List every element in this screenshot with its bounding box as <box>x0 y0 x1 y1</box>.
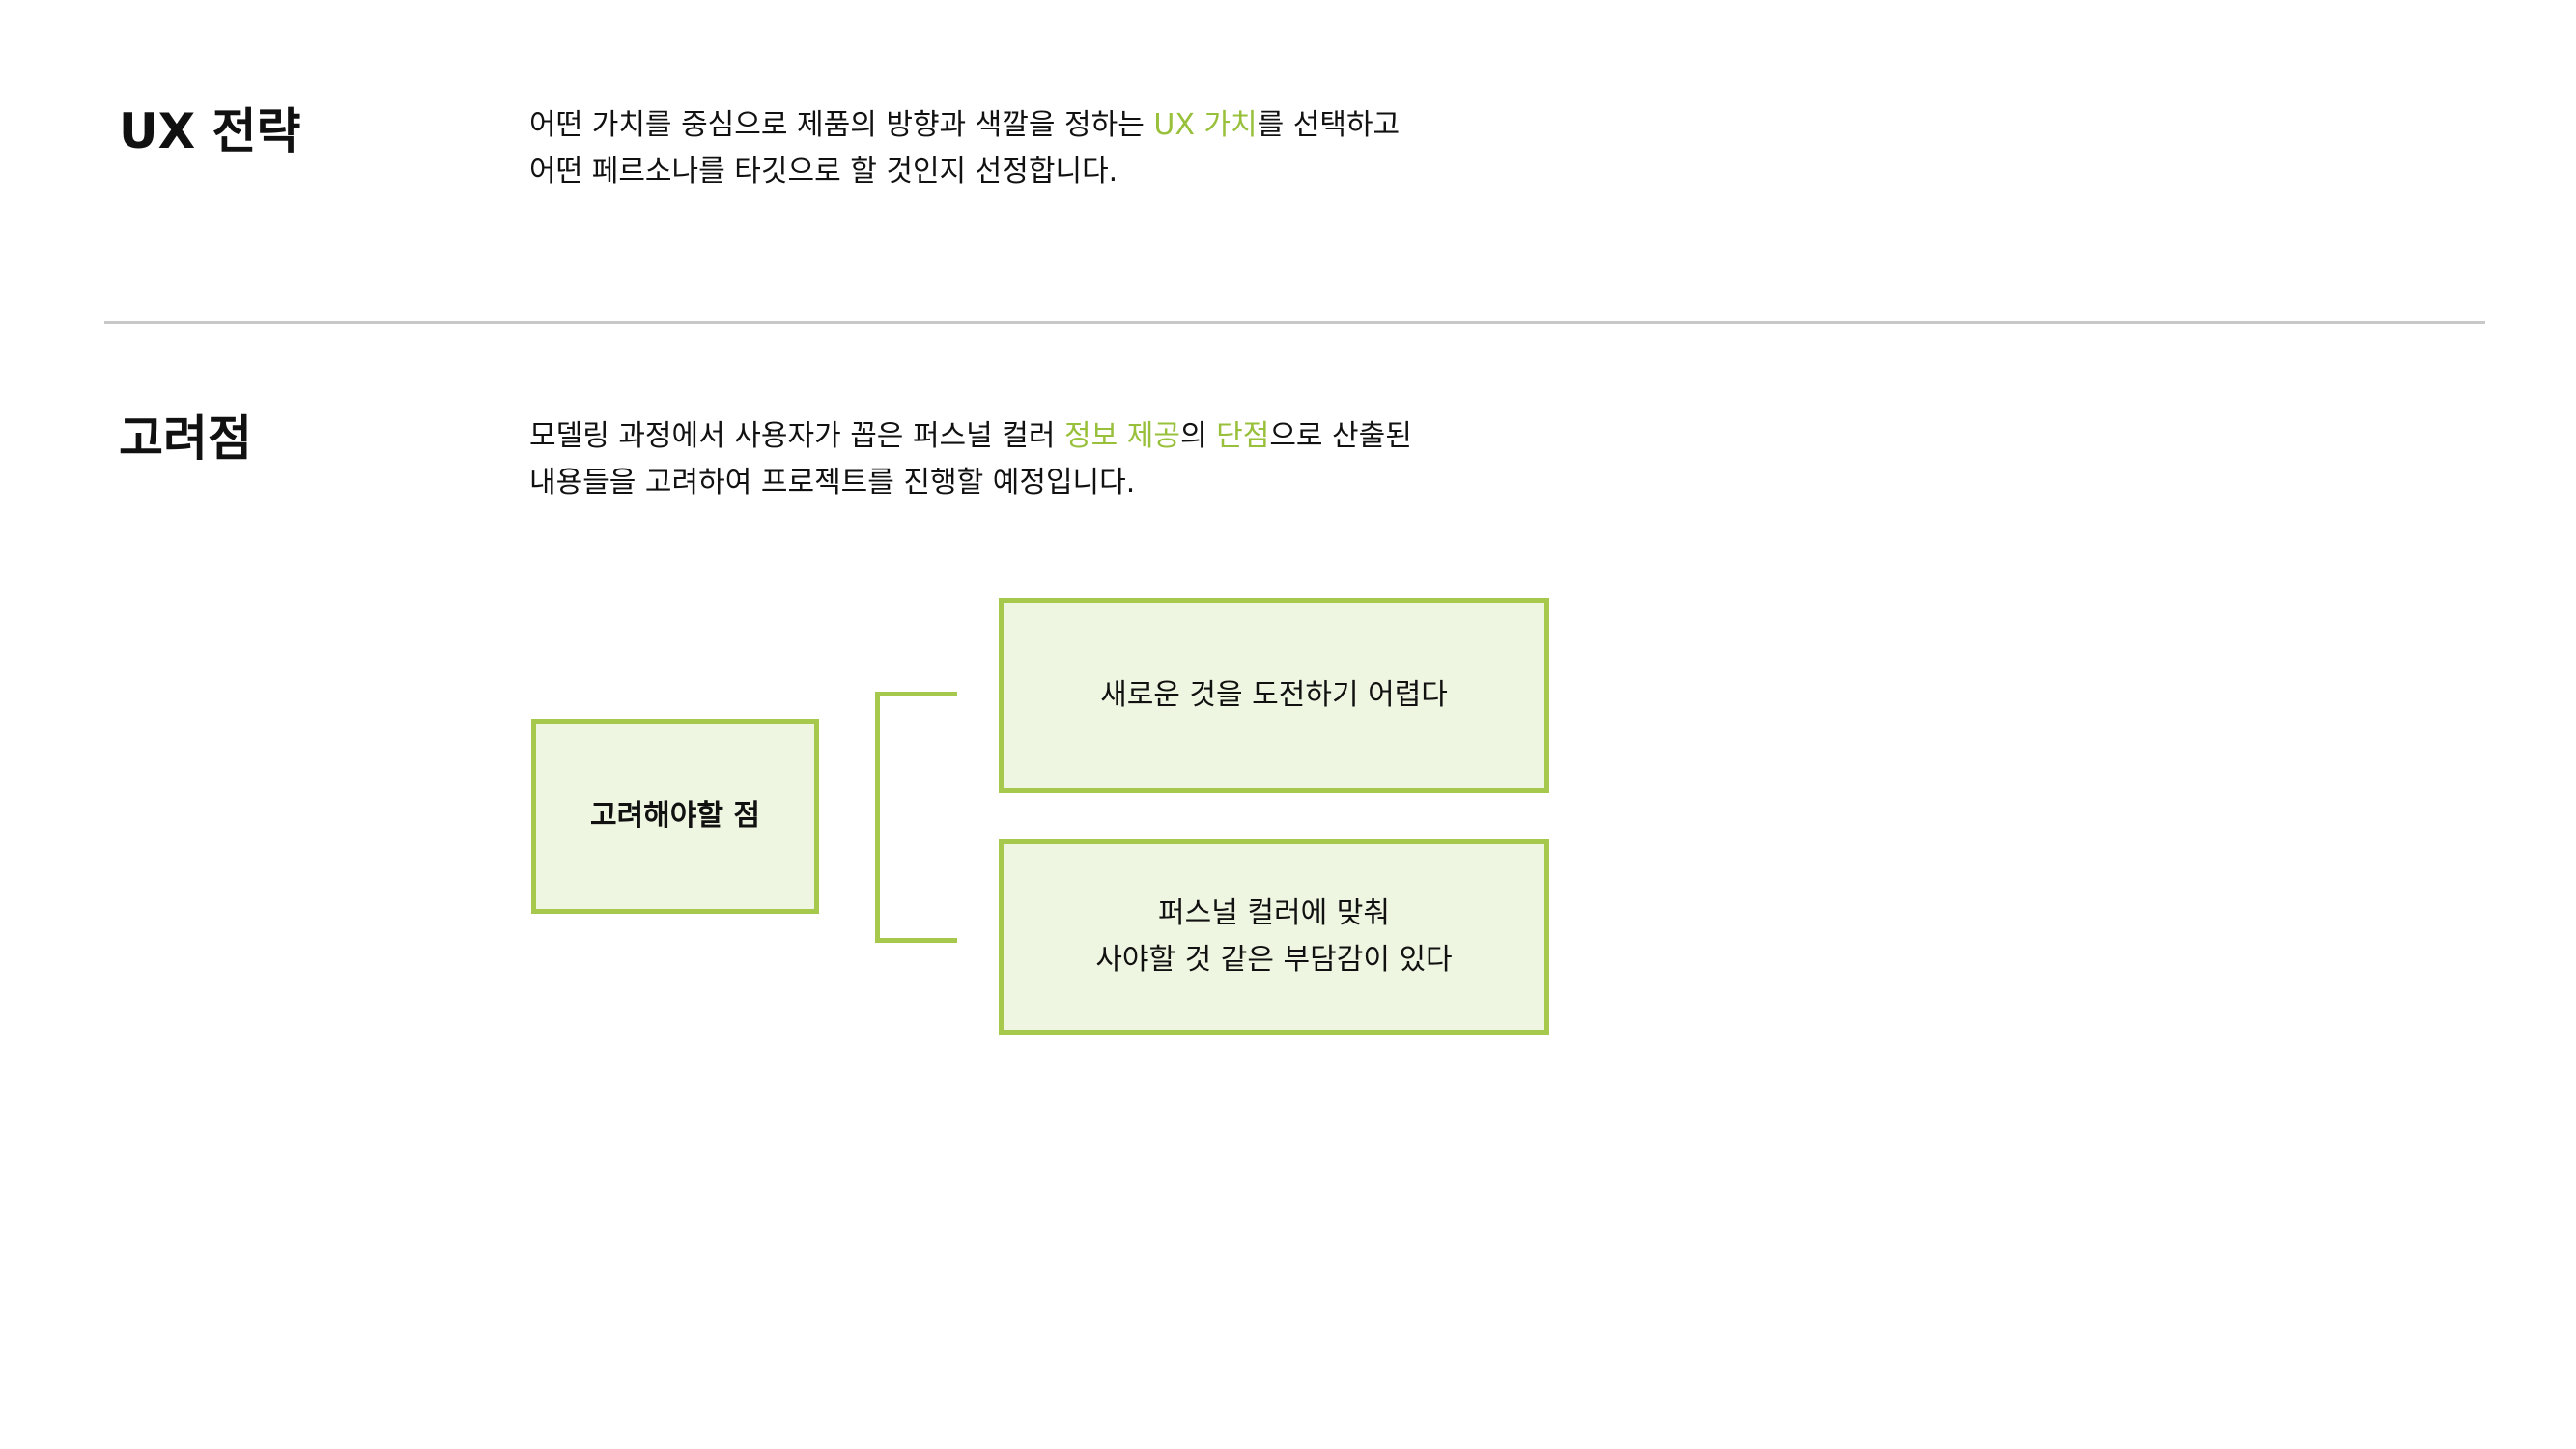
section-divider <box>104 321 2485 324</box>
considerations-main-label: 고려해야할 점 <box>589 799 761 833</box>
diagram-connector-bracket <box>875 692 957 943</box>
consideration-item-2-line2: 사야할 것 같은 부담감이 있다 <box>1095 943 1453 977</box>
info-provision-highlight: 정보 제공 <box>1064 419 1180 453</box>
ux-strategy-desc-text: 어떤 가치를 중심으로 제품의 방향과 색깔을 정하는 <box>529 108 1154 142</box>
ux-strategy-description: 어떤 가치를 중심으로 제품의 방향과 색깔을 정하는 UX 가치를 선택하고 … <box>529 102 1400 195</box>
drawback-highlight: 단점 <box>1216 419 1270 453</box>
consideration-item-box-2: 퍼스널 컬러에 맞춰 사야할 것 같은 부담감이 있다 <box>999 839 1549 1035</box>
ux-value-highlight: UX 가치 <box>1153 108 1258 142</box>
considerations-desc-line2: 내용들을 고려하여 프로젝트를 진행할 예정입니다. <box>529 466 1136 499</box>
ux-strategy-desc-line2: 어떤 페르소나를 타깃으로 할 것인지 선정합니다. <box>529 155 1118 188</box>
consideration-item-box-1: 새로운 것을 도전하기 어렵다 <box>999 598 1549 793</box>
considerations-main-box: 고려해야할 점 <box>531 719 819 914</box>
considerations-desc-line1: 모델링 과정에서 사용자가 꼽은 퍼스널 컬러 정보 제공의 단점으로 산출된 <box>529 413 1412 460</box>
ux-strategy-desc-text: 를 선택하고 <box>1257 108 1401 142</box>
consideration-item-2-line1: 퍼스널 컬러에 맞춰 <box>1158 896 1390 930</box>
considerations-desc-text: 으로 산출된 <box>1269 419 1412 453</box>
consideration-item-1-text: 새로운 것을 도전하기 어렵다 <box>1100 678 1448 712</box>
ux-strategy-title: UX 전략 <box>119 103 301 159</box>
considerations-description: 모델링 과정에서 사용자가 꼽은 퍼스널 컬러 정보 제공의 단점으로 산출된 … <box>529 413 1412 506</box>
ux-strategy-desc-line1: 어떤 가치를 중심으로 제품의 방향과 색깔을 정하는 UX 가치를 선택하고 <box>529 102 1400 149</box>
considerations-desc-text: 의 <box>1179 419 1217 453</box>
consideration-item-2-text: 퍼스널 컬러에 맞춰 사야할 것 같은 부담감이 있다 <box>1095 891 1452 983</box>
considerations-desc-text: 모델링 과정에서 사용자가 꼽은 퍼스널 컬러 <box>529 419 1065 453</box>
considerations-title: 고려점 <box>119 411 252 467</box>
